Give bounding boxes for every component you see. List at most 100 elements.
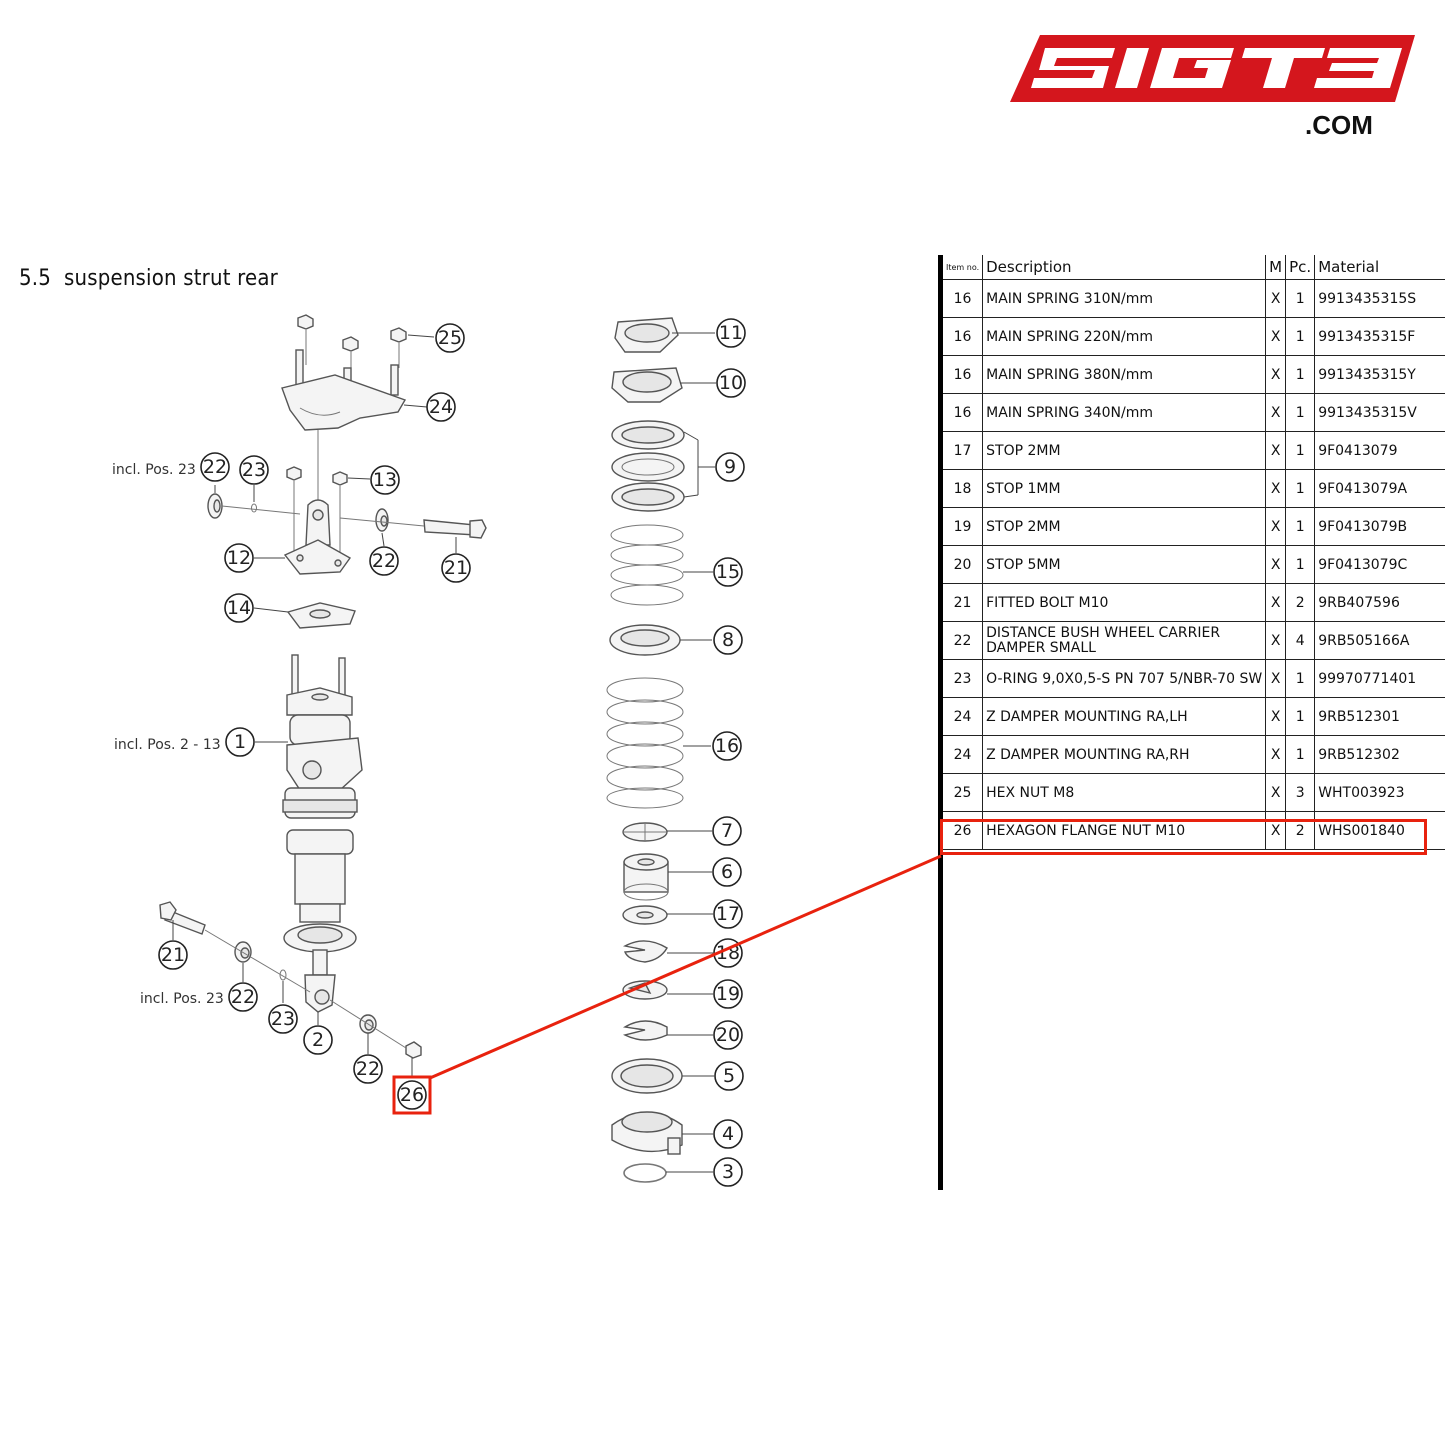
callout-2-label: 2 bbox=[312, 1029, 324, 1051]
cell-material: WHT003923 bbox=[1314, 773, 1445, 812]
section-title: 5.5 suspension strut rear bbox=[19, 266, 278, 291]
callout-4: 4 bbox=[713, 1119, 743, 1149]
cell-description: MAIN SPRING 380N/mm bbox=[982, 355, 1266, 394]
table-header-row: Item no. Description M Pc. Material bbox=[943, 255, 1445, 280]
cell-m: X bbox=[1265, 583, 1286, 622]
cell-item: 18 bbox=[943, 469, 983, 508]
callout-21-bottom: 21 bbox=[158, 940, 188, 970]
callout-22-bottom-right-label: 22 bbox=[356, 1058, 380, 1080]
cell-material: 9RB505166A bbox=[1314, 621, 1445, 660]
callout-19: 19 bbox=[713, 979, 743, 1009]
upper-clevis-part bbox=[283, 466, 352, 575]
cell-material: 9F0413079 bbox=[1314, 431, 1445, 470]
callout-15: 15 bbox=[713, 557, 743, 587]
callout-17-label: 17 bbox=[716, 903, 740, 925]
callout-13: 13 bbox=[370, 465, 400, 495]
cell-material: 9913435315V bbox=[1314, 393, 1445, 432]
cell-description: HEXAGON FLANGE NUT M10 bbox=[982, 811, 1266, 850]
highlight-row-box bbox=[940, 819, 1427, 855]
callout-21-bottom-label: 21 bbox=[161, 944, 185, 966]
header-description: Description bbox=[982, 255, 1266, 280]
callout-2: 2 bbox=[303, 1025, 333, 1055]
cell-item: 21 bbox=[943, 583, 983, 622]
callout-17: 17 bbox=[713, 899, 743, 929]
cell-pc: 1 bbox=[1285, 469, 1315, 508]
callout-20: 20 bbox=[713, 1020, 743, 1050]
cell-material: 9F0413079A bbox=[1314, 469, 1445, 508]
callout-10-label: 10 bbox=[719, 372, 743, 394]
callout-23-bottom-label: 23 bbox=[271, 1008, 295, 1030]
cell-pc: 1 bbox=[1285, 735, 1315, 774]
cell-pc: 1 bbox=[1285, 355, 1315, 394]
cell-description: MAIN SPRING 220N/mm bbox=[982, 317, 1266, 356]
cell-m: X bbox=[1265, 659, 1286, 698]
cell-pc: 1 bbox=[1285, 431, 1315, 470]
callout-14-label: 14 bbox=[227, 597, 251, 619]
callout-4-label: 4 bbox=[722, 1123, 734, 1145]
note-incl-pos-23-bottom: incl. Pos. 23 bbox=[140, 991, 224, 1007]
cell-m: X bbox=[1265, 621, 1286, 660]
callout-1-label: 1 bbox=[234, 731, 246, 753]
cell-m: X bbox=[1265, 545, 1286, 584]
cell-material: 99970771401 bbox=[1314, 659, 1445, 698]
callout-3-label: 3 bbox=[722, 1161, 734, 1183]
hex-nut-m8-group bbox=[297, 314, 407, 375]
cell-item: 16 bbox=[943, 317, 983, 356]
callout-22-top-left-label: 22 bbox=[203, 456, 227, 478]
callout-25: 25 bbox=[435, 323, 465, 353]
cell-item: 23 bbox=[943, 659, 983, 698]
cell-pc: 1 bbox=[1285, 507, 1315, 546]
callout-20-label: 20 bbox=[716, 1024, 740, 1046]
cell-description: MAIN SPRING 340N/mm bbox=[982, 393, 1266, 432]
note-incl-pos-23-top: incl. Pos. 23 bbox=[112, 462, 196, 478]
cell-description: STOP 2MM bbox=[982, 431, 1266, 470]
cell-description: MAIN SPRING 310N/mm bbox=[982, 279, 1266, 318]
cell-m: X bbox=[1265, 355, 1286, 394]
callout-12: 12 bbox=[224, 543, 254, 573]
cell-description: STOP 5MM bbox=[982, 545, 1266, 584]
header-m: M bbox=[1265, 255, 1286, 280]
spring-stack bbox=[606, 317, 699, 1183]
callout-22-top-left: 22 bbox=[200, 452, 230, 482]
header-material: Material bbox=[1314, 255, 1445, 280]
cell-item: 24 bbox=[943, 697, 983, 736]
callout-23-top: 23 bbox=[239, 455, 269, 485]
table-left-bar bbox=[938, 255, 943, 1190]
logo-sub-text: .COM bbox=[1305, 110, 1373, 140]
cell-m: X bbox=[1265, 279, 1286, 318]
cell-material: 9RB512302 bbox=[1314, 735, 1445, 774]
callout-23-bottom: 23 bbox=[268, 1004, 298, 1034]
callout-22-top-right: 22 bbox=[369, 546, 399, 576]
cell-pc: 1 bbox=[1285, 279, 1315, 318]
callout-7-label: 7 bbox=[721, 820, 733, 842]
callout-1: 1 bbox=[225, 727, 255, 757]
cell-m: X bbox=[1265, 469, 1286, 508]
note-incl-pos-2-13: incl. Pos. 2 - 13 bbox=[114, 737, 221, 753]
cell-pc: 1 bbox=[1285, 545, 1315, 584]
cell-description: FITTED BOLT M10 bbox=[982, 583, 1266, 622]
spacer-plate-part bbox=[286, 602, 356, 629]
cell-item: 17 bbox=[943, 431, 983, 470]
exploded-diagram: .part { fill: #f4f4f4; stroke: #555; str… bbox=[112, 314, 746, 1187]
cell-description: STOP 1MM bbox=[982, 469, 1266, 508]
cell-pc: 1 bbox=[1285, 659, 1315, 698]
callout-19-label: 19 bbox=[716, 983, 740, 1005]
cell-item: 24 bbox=[943, 735, 983, 774]
callout-6: 6 bbox=[712, 857, 742, 887]
cell-description: Z DAMPER MOUNTING RA,LH bbox=[982, 697, 1266, 736]
cell-item: 25 bbox=[943, 773, 983, 812]
callout-13-label: 13 bbox=[373, 469, 397, 491]
callout-26-label: 26 bbox=[400, 1084, 424, 1106]
callout-5-label: 5 bbox=[723, 1065, 735, 1087]
